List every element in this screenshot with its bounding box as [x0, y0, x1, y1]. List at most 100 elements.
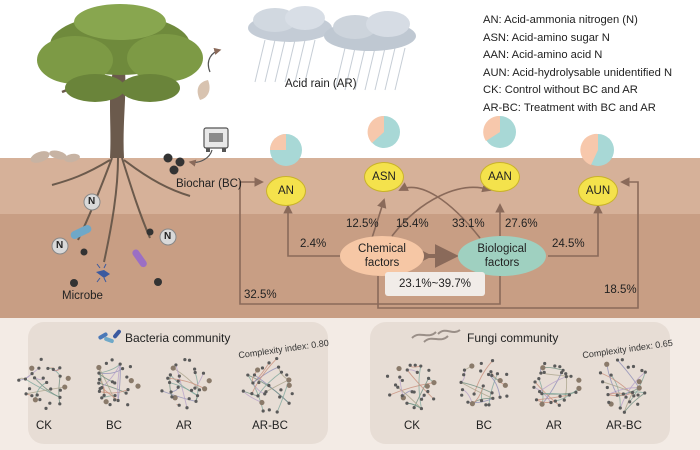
network-edge	[170, 374, 198, 397]
network-node	[631, 364, 636, 369]
pct-bio-asn: 33.1%	[452, 218, 485, 230]
network-node	[574, 390, 578, 394]
network-node	[267, 383, 271, 388]
network-edge	[563, 376, 568, 401]
pct-chem-asn: 12.5%	[346, 218, 379, 230]
network-node	[168, 373, 172, 377]
network-node	[241, 389, 245, 393]
network-edge	[473, 360, 493, 395]
network-node	[412, 390, 416, 394]
bacteria-treatment-label: BC	[106, 420, 122, 432]
network-node	[261, 409, 265, 413]
network-edge	[534, 381, 560, 406]
network-node	[460, 393, 464, 397]
network-node	[62, 384, 68, 390]
network-edge	[247, 374, 264, 412]
network-node	[126, 403, 130, 407]
fungi-panel	[370, 322, 670, 444]
network-node	[174, 363, 178, 367]
node-aan: AAN	[480, 162, 520, 192]
network-node	[558, 365, 562, 369]
network-node	[405, 401, 409, 405]
network-node	[46, 366, 50, 371]
network-edge	[25, 386, 65, 395]
network-node	[569, 374, 573, 378]
node-aun: AUN	[578, 176, 618, 206]
network-node	[193, 367, 197, 371]
network-node	[553, 364, 557, 368]
network-node	[113, 398, 117, 402]
network-edge	[99, 389, 129, 394]
network-node	[183, 358, 187, 362]
network-node	[35, 393, 39, 397]
network-node	[113, 393, 117, 398]
network-node	[486, 372, 491, 377]
network-edge	[539, 376, 567, 393]
network-node	[495, 372, 500, 376]
network-node	[426, 376, 431, 380]
network-node	[58, 402, 62, 406]
network-node	[257, 380, 261, 385]
network-node	[275, 356, 279, 361]
network-node	[32, 397, 39, 403]
network-node	[628, 400, 632, 404]
network-node	[116, 398, 120, 403]
network-node	[605, 385, 609, 390]
network-node	[264, 390, 268, 394]
chemical-factor-shape	[340, 236, 424, 276]
network-node	[170, 395, 174, 399]
network-node	[533, 380, 537, 384]
network-edge	[58, 376, 61, 404]
network-node	[479, 398, 484, 403]
network-node	[17, 378, 21, 382]
network-node	[624, 395, 628, 399]
network-node	[110, 358, 114, 362]
network-edge	[541, 392, 570, 396]
network-node	[460, 388, 465, 392]
nitrogen-badge-icon	[51, 193, 177, 255]
network-node	[160, 389, 164, 393]
network-node	[427, 368, 431, 372]
network-node	[576, 377, 582, 383]
network-node	[459, 380, 463, 384]
network-edge	[555, 388, 580, 402]
network-node	[532, 385, 536, 389]
network-node	[286, 382, 292, 388]
network-node	[469, 363, 475, 369]
network-node	[557, 403, 561, 407]
network-node	[166, 376, 170, 380]
biochar-label: Biochar (BC)	[176, 178, 242, 190]
fungi-treatment-label: CK	[404, 420, 420, 432]
network-node	[505, 372, 509, 376]
network-node	[135, 383, 141, 389]
network-node	[534, 398, 539, 402]
network-node	[256, 394, 260, 398]
network-node	[615, 358, 620, 362]
network-edge	[252, 366, 279, 384]
network-node	[561, 368, 565, 372]
network-node	[194, 399, 198, 403]
biological-factor-shape	[458, 236, 546, 276]
network-node	[413, 363, 417, 367]
network-node	[419, 406, 424, 411]
network-node	[278, 395, 282, 399]
network-node	[259, 399, 265, 406]
network-node	[104, 361, 108, 365]
network-node	[540, 392, 544, 396]
legend-item: ASN: Acid-amino sugar N	[483, 31, 610, 44]
network-node	[490, 373, 494, 378]
network-node	[502, 382, 508, 388]
network-node	[607, 400, 611, 404]
network-node	[254, 367, 261, 373]
network-edge	[418, 365, 422, 409]
network-node	[431, 379, 437, 386]
network-node	[176, 385, 180, 389]
network-edge	[175, 364, 188, 408]
pct-chem-aan: 15.4%	[396, 218, 429, 230]
network-node	[251, 381, 255, 385]
network-node	[37, 366, 41, 370]
network-edge	[536, 399, 556, 403]
network-node	[564, 375, 568, 379]
network-node	[419, 397, 424, 401]
network-node	[396, 385, 400, 389]
